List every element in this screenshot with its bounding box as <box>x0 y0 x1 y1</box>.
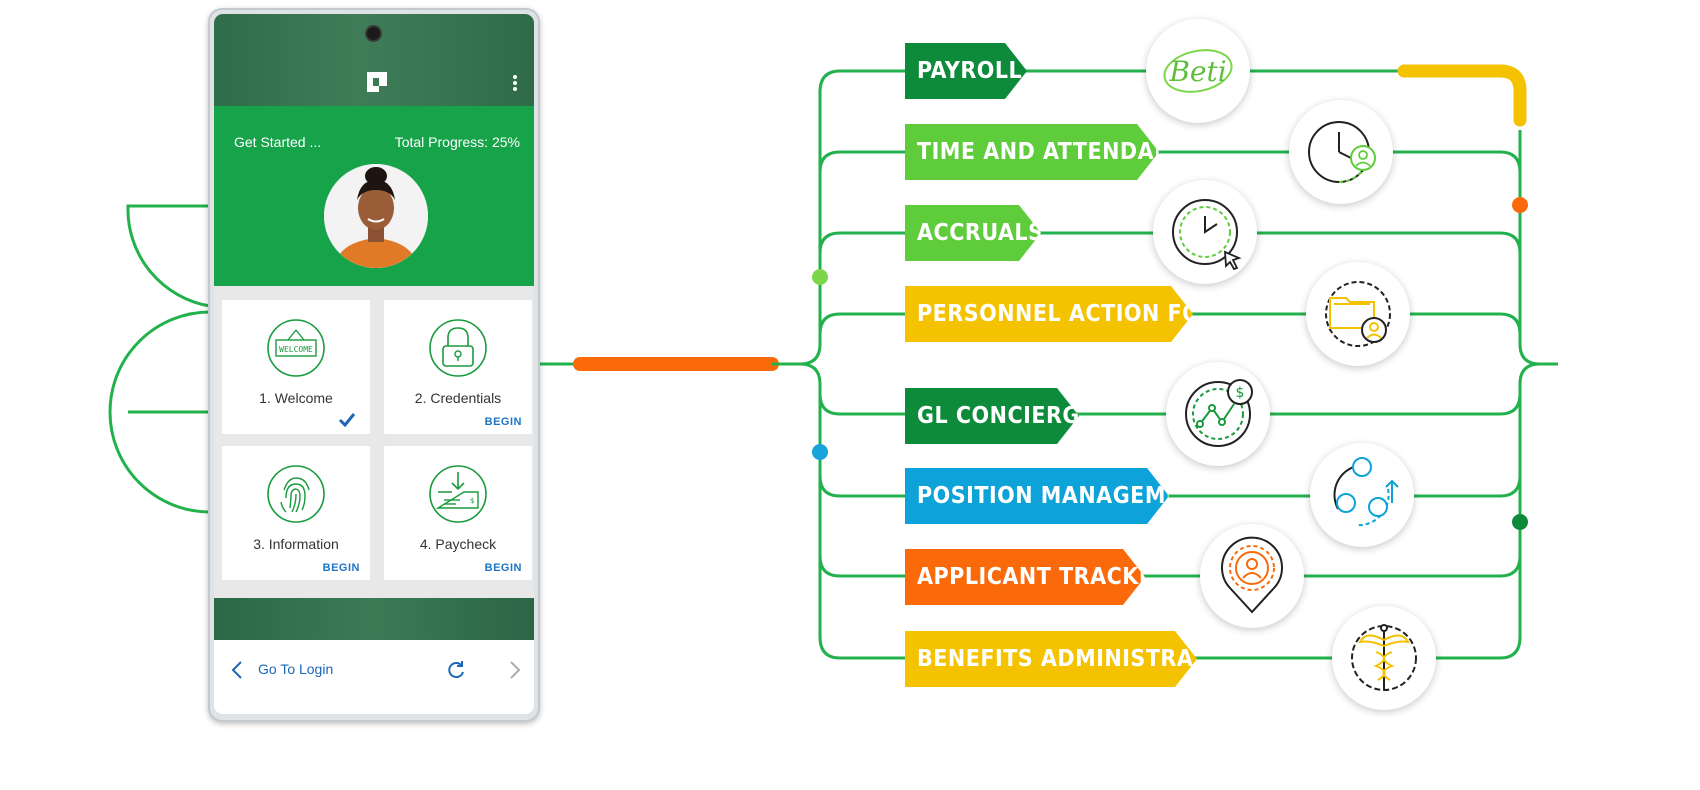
dark-green-dot <box>1512 514 1528 530</box>
beti-logo-circle: Beti <box>1146 19 1250 123</box>
tag-payroll: PAYROLL <box>905 43 1027 99</box>
left-brace <box>799 69 905 660</box>
tag-position-management: POSITION MANAGEMENT <box>905 468 1169 524</box>
onboarding-steps-grid: WELCOME 1. Welcome 2. Credentials BEGIN <box>214 286 534 598</box>
folder-person-icon <box>1325 281 1391 347</box>
tag-gl-concierge: GL CONCIERGE <box>905 388 1079 444</box>
camera-icon <box>367 27 380 40</box>
location-person-icon <box>1221 536 1283 614</box>
phone-mockup: Get Started ... Total Progress: 25% <box>208 8 540 722</box>
more-options-icon[interactable] <box>512 74 518 92</box>
orange-dot <box>1512 197 1528 213</box>
accruals-circle <box>1153 180 1257 284</box>
caduceus-icon <box>1351 624 1417 691</box>
applicant-tracking-circle <box>1200 524 1304 628</box>
tag-personnel-action-forms: PERSONNEL ACTION FORMS <box>905 286 1193 342</box>
total-progress-text: Total Progress: 25% <box>394 134 520 150</box>
step-card-paycheck[interactable]: $ 4. Paycheck BEGIN <box>384 446 532 580</box>
chevron-left-icon[interactable] <box>230 660 244 680</box>
checkmark-icon <box>338 413 356 428</box>
begin-link[interactable]: BEGIN <box>484 416 522 428</box>
time-attendance-circle <box>1289 100 1393 204</box>
step-card-credentials[interactable]: 2. Credentials BEGIN <box>384 300 532 434</box>
padlock-icon <box>429 319 487 377</box>
clock-person-icon <box>1308 121 1376 183</box>
go-to-login-link[interactable]: Go To Login <box>258 661 334 677</box>
step-card-welcome[interactable]: WELCOME 1. Welcome <box>222 300 370 434</box>
avatar <box>324 164 428 268</box>
bottom-nav: Go To Login <box>214 640 534 714</box>
phone-screen: Get Started ... Total Progress: 25% <box>214 14 534 714</box>
chart-dollar-icon: $ <box>1185 379 1253 447</box>
step-label: 3. Information <box>253 536 339 552</box>
position-management-circle <box>1310 443 1414 547</box>
svg-text:$: $ <box>470 497 474 505</box>
app-header <box>214 14 534 106</box>
get-started-text: Get Started ... <box>234 134 322 150</box>
paycheck-icon: $ <box>429 465 487 523</box>
svg-text:$: $ <box>1236 385 1245 401</box>
app-footer-band <box>214 598 534 640</box>
step-label: 2. Credentials <box>414 390 502 406</box>
clock-cursor-icon <box>1172 199 1242 271</box>
chevron-right-icon[interactable] <box>508 660 522 680</box>
branch-lines <box>1025 69 1558 660</box>
yellow-accent-line <box>1397 64 1527 127</box>
step-label: 4. Paycheck <box>419 536 497 552</box>
fingerprint-icon <box>267 465 325 523</box>
tag-time-and-attendance: TIME AND ATTENDANCE <box>905 124 1159 180</box>
personnel-forms-circle <box>1306 262 1410 366</box>
blue-dot <box>812 444 828 460</box>
light-green-dot <box>812 269 828 285</box>
benefits-circle <box>1332 606 1436 710</box>
begin-link[interactable]: BEGIN <box>484 562 522 574</box>
step-label: 1. Welcome <box>259 390 333 406</box>
gl-concierge-circle: $ <box>1166 362 1270 466</box>
tag-accruals: ACCRUALS <box>905 205 1041 261</box>
svg-text:Beti: Beti <box>1168 55 1226 88</box>
step-card-information[interactable]: 3. Information BEGIN <box>222 446 370 580</box>
refresh-icon[interactable] <box>446 660 466 680</box>
people-cycle-icon <box>1333 457 1399 527</box>
begin-link[interactable]: BEGIN <box>322 562 360 574</box>
progress-hero: Get Started ... Total Progress: 25% <box>214 106 534 286</box>
tag-benefits-administration: BENEFITS ADMINISTRATION <box>905 631 1197 687</box>
svg-text:WELCOME: WELCOME <box>279 345 313 354</box>
decorative-semicircles <box>108 204 211 514</box>
beti-logo: Beti <box>1163 49 1233 93</box>
welcome-sign-icon: WELCOME <box>267 319 325 377</box>
tag-applicant-tracking: APPLICANT TRACKING <box>905 549 1145 605</box>
paylocity-logo-icon <box>367 72 387 92</box>
